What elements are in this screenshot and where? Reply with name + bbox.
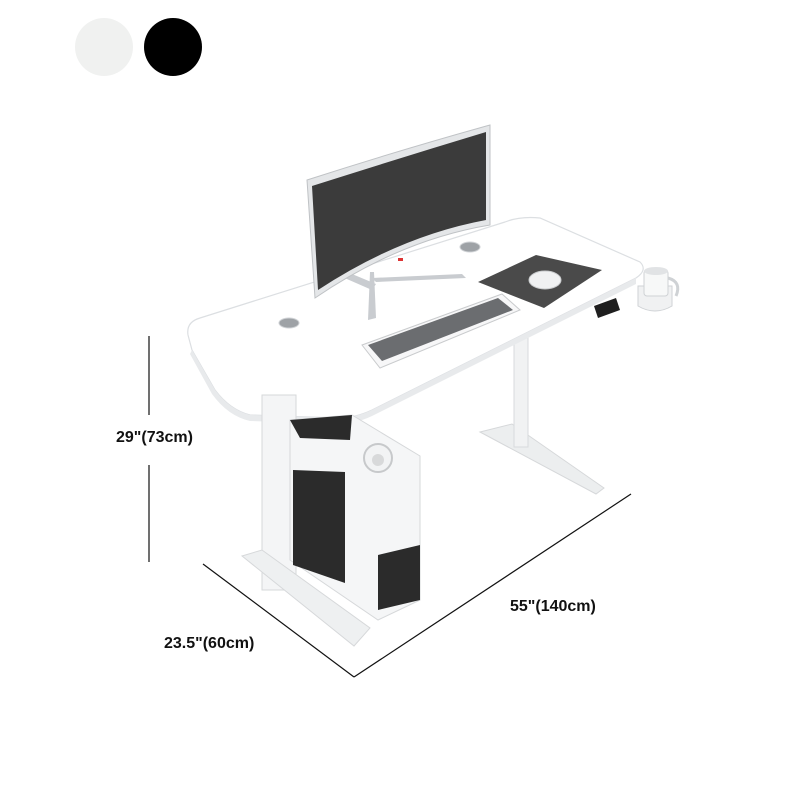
- color-swatch-black[interactable]: [144, 18, 202, 76]
- height-dimension-label: 29"(73cm): [116, 429, 193, 446]
- grommet-left: [278, 317, 300, 329]
- curved-monitor: [306, 124, 491, 320]
- color-swatch-white[interactable]: [75, 18, 133, 76]
- width-dimension-label: 55"(140cm): [510, 598, 596, 615]
- grommet-right: [459, 241, 481, 253]
- depth-dimension-label: 23.5"(60cm): [164, 635, 255, 652]
- pc-case: [289, 414, 421, 621]
- desk-top: [187, 216, 644, 424]
- mouse: [528, 270, 562, 290]
- cup-holder: [637, 267, 680, 312]
- dimension-lines: [148, 336, 632, 678]
- height-control-panel: [594, 298, 620, 318]
- desk-leg-back: [478, 334, 605, 495]
- keyboard: [361, 293, 521, 369]
